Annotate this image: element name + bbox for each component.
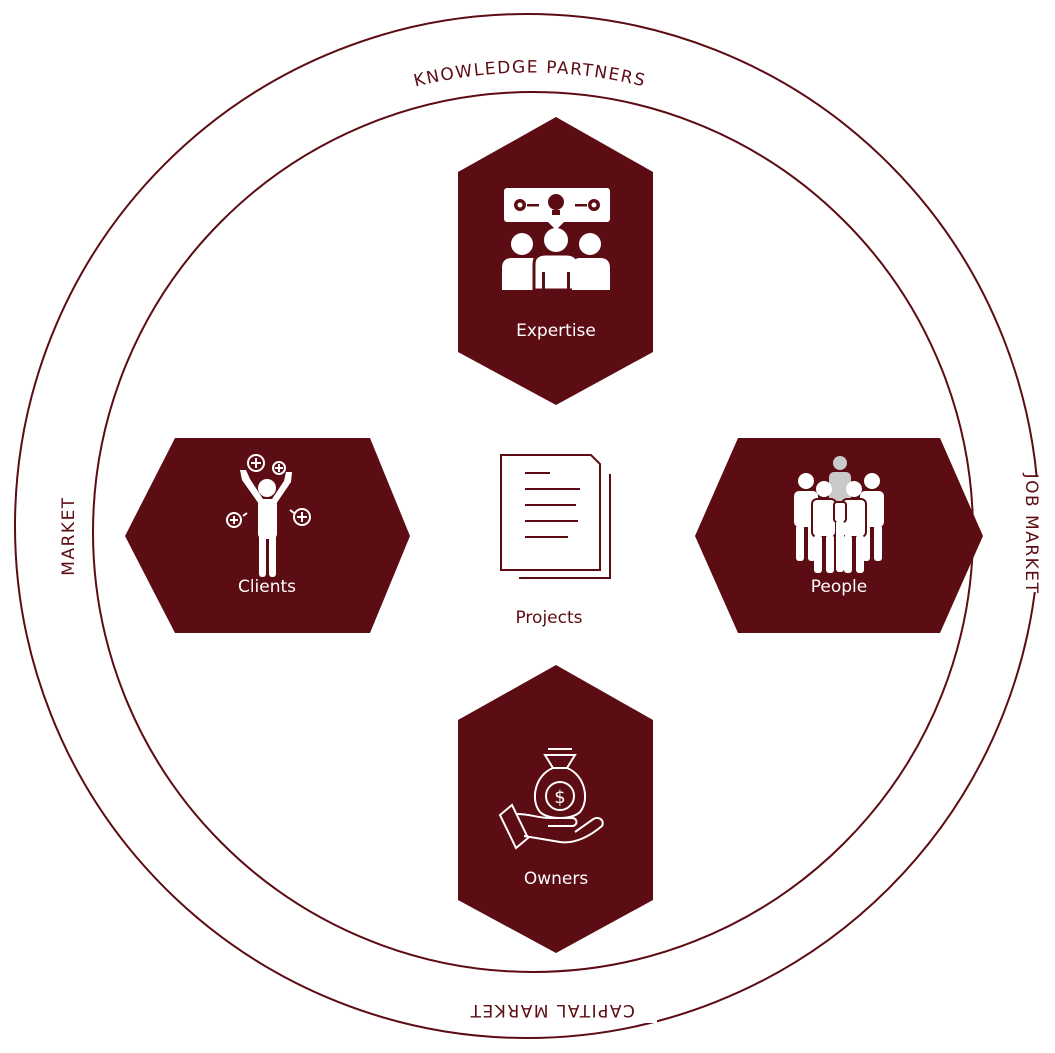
expertise-label: Expertise [516,321,596,341]
svg-text:$: $ [554,787,565,808]
documents-icon [500,454,611,579]
ring-label-bottom: CAPITAL MARKET [469,1000,635,1020]
node-people: People [695,438,983,633]
ring-label-top: KNOWLEDGE PARTNERS [412,57,648,91]
group-of-people-icon [794,456,884,573]
center-projects: Projects [500,454,611,628]
people-label: People [811,577,867,597]
node-owners: $ Owners [458,665,653,953]
team-idea-icon [502,188,610,292]
ring-label-left: MARKET [59,496,79,575]
hand-money-bag-icon: $ [498,748,604,850]
projects-label: Projects [515,608,582,628]
node-expertise: Expertise [458,117,653,405]
ring-label-right: JOB MARKET [1021,473,1041,595]
owners-label: Owners [524,869,589,889]
cheering-person-icon [226,454,311,577]
node-clients: Clients [125,438,410,633]
clients-label: Clients [238,577,296,597]
